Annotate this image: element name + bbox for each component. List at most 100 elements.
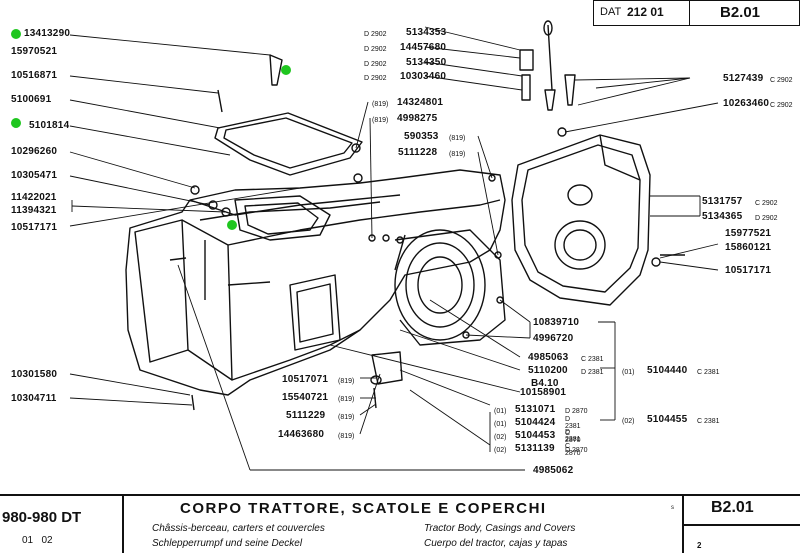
dat-label: DAT — [600, 6, 622, 18]
model-name: 980-980 DT — [2, 509, 82, 526]
model-versions: 01 02 — [22, 535, 53, 546]
part-annotation: (02) — [494, 434, 507, 441]
part-number: 15970521 — [11, 46, 58, 57]
dat-value: 212 01 — [627, 5, 664, 19]
part-code: C 2902 — [755, 200, 778, 207]
part-number: 10517071 — [282, 374, 329, 385]
part-number: 10158901 — [520, 387, 567, 398]
part-code: C 2381 — [697, 369, 720, 376]
part-code: D 2381 C 2870 — [565, 429, 581, 457]
part-annotation: (02) — [622, 418, 635, 425]
part-number: 5104453 — [515, 430, 556, 441]
part-number: 5104440 — [647, 365, 688, 376]
part-annotation: (819) — [338, 378, 355, 385]
title-french: Châssis-berceau, carters et couvercles — [152, 523, 325, 534]
part-annotation: (819) — [338, 433, 355, 440]
tractor-body-casing — [125, 169, 506, 396]
part-annotation: (819) — [449, 135, 466, 142]
small-mark: s — [671, 505, 674, 511]
part-number: 5101814 — [29, 120, 70, 131]
part-number: 5134365 — [702, 211, 743, 222]
part-annotation: (819) — [338, 414, 355, 421]
dipstick — [544, 24, 556, 111]
part-code: D 2381 C 2870 — [565, 416, 581, 444]
corner-number: 2 — [697, 541, 702, 550]
part-code: C 2381 — [581, 356, 604, 363]
part-number: 10304711 — [11, 393, 57, 404]
part-number: 4985063 — [528, 352, 569, 363]
part-code: D 2902 — [755, 215, 778, 222]
part-annotation: (01) — [494, 421, 507, 428]
part-code: D 2902 — [364, 75, 387, 82]
marker-dot — [281, 65, 291, 75]
header-dat-box: DAT 212 01 — [593, 0, 691, 26]
part-number: 10301580 — [11, 369, 58, 380]
part-number: 10296260 — [11, 146, 58, 157]
part-number: 15860121 — [725, 242, 772, 253]
part-code: C 2902 — [770, 102, 793, 109]
part-annotation: (01) — [494, 408, 507, 415]
page-title: CORPO TRATTORE, SCATOLE E COPERCHI — [180, 500, 547, 517]
marker-dot — [11, 118, 21, 128]
part-number: 15977521 — [725, 228, 772, 239]
footer-page-code: B2.01 — [711, 499, 754, 516]
footer-divider — [122, 494, 124, 553]
part-number: 10839710 — [533, 317, 580, 328]
part-number: 5110200 — [528, 365, 568, 376]
top-opening — [234, 195, 331, 241]
part-number: 11422021 — [11, 192, 57, 203]
part-annotation: (01) — [622, 369, 635, 376]
part-number: 14324801 — [397, 97, 444, 108]
title-german: Schlepperrumpf und seine Deckel — [152, 538, 303, 549]
rear-gear-housing — [511, 134, 651, 306]
part-number: 5104424 — [515, 417, 556, 428]
header-page-code: B2.01 — [720, 4, 761, 21]
part-number: 5131139 — [515, 443, 555, 454]
part-number: 5100691 — [11, 94, 52, 105]
part-number: 5111228 — [398, 147, 438, 158]
part-number: 14463680 — [278, 429, 325, 440]
part-annotation: (819) — [372, 117, 389, 124]
part-number: 590353 — [404, 131, 439, 142]
part-number: 10303460 — [400, 71, 447, 82]
part-number: 4996720 — [533, 333, 574, 344]
part-code: D 2902 — [364, 61, 387, 68]
part-number: 10516871 — [11, 70, 58, 81]
footer-divider — [682, 524, 800, 526]
part-number: 10305471 — [11, 170, 58, 181]
part-number: 10517171 — [725, 265, 772, 276]
part-code: D 2381 — [581, 369, 604, 376]
part-number: 10263460 — [723, 98, 770, 109]
part-annotation: (02) — [494, 447, 507, 454]
footer-divider — [0, 494, 800, 496]
part-number: 5127439 — [723, 73, 764, 84]
part-number: 5134353 — [406, 27, 447, 38]
footer-divider — [682, 494, 684, 553]
part-code: D 2870 — [565, 447, 588, 454]
part-number: 4998275 — [397, 113, 438, 124]
part-number: 5131071 — [515, 404, 556, 415]
part-code: D 2902 — [364, 46, 387, 53]
part-code: C 2381 — [697, 418, 720, 425]
part-number: 10517171 — [11, 222, 58, 233]
part-number: 4985062 — [533, 465, 574, 476]
part-number: 15540721 — [282, 392, 329, 403]
side-window — [289, 274, 341, 351]
part-code: D 2902 — [364, 31, 387, 38]
part-number: 5111229 — [286, 410, 326, 421]
part-number: 5131757 — [702, 196, 743, 207]
top-cover-plate — [214, 112, 363, 176]
part-code: D 2870 — [565, 408, 588, 415]
part-number: 13413290 — [24, 28, 71, 39]
part-number: 5104455 — [647, 414, 688, 425]
marker-dot — [11, 29, 21, 39]
part-number: 11394321 — [11, 205, 57, 216]
part-annotation: (819) — [372, 101, 389, 108]
part-annotation: (819) — [449, 151, 466, 158]
part-number: 5134350 — [406, 57, 447, 68]
title-english: Tractor Body, Casings and Covers — [424, 523, 576, 534]
title-spanish: Cuerpo del tractor, cajas y tapas — [424, 538, 568, 549]
part-number: 14457680 — [400, 42, 447, 53]
marker-dot — [227, 220, 237, 230]
